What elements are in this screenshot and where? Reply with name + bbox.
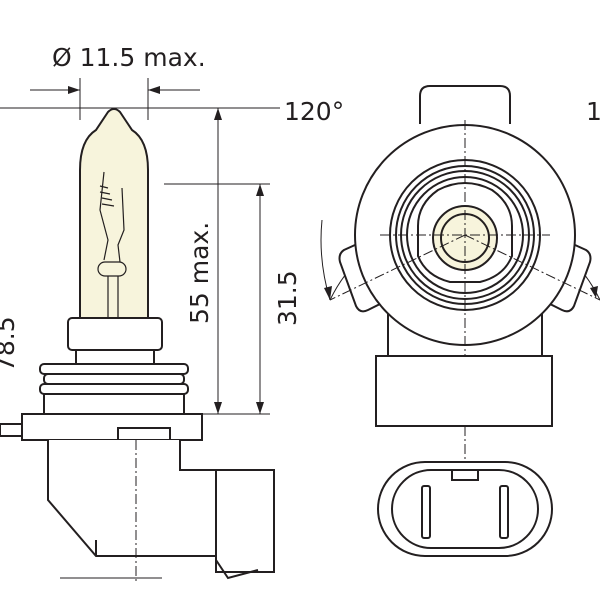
bulb-side-view: [0, 108, 275, 580]
connector-face-view: [377, 461, 553, 557]
angle-label: 120°: [284, 97, 344, 126]
bulb-collar: [67, 317, 163, 351]
left-dimension-label: 78.5: [0, 316, 20, 372]
connector-latch: [215, 559, 259, 580]
bulb-front-view: 120° 1: [284, 85, 600, 460]
seal-rings: [39, 363, 189, 415]
angle-label-right: 1: [586, 97, 600, 126]
top-key: [419, 85, 511, 124]
connector-face-inner: [391, 469, 539, 549]
connector-pin-right: [499, 485, 509, 539]
connector-socket: [215, 469, 275, 573]
height-label: 55 max.: [185, 222, 214, 324]
bulb-neck: [75, 349, 155, 365]
light-center-label: 31.5: [273, 270, 302, 326]
mounting-flange: [21, 413, 203, 441]
light-center-dimension: 31.5: [164, 183, 302, 415]
glass-capsule: [79, 108, 149, 319]
connector-body: [47, 440, 217, 557]
height-dimension: 55 max.: [185, 108, 222, 414]
flange-tab: [0, 423, 22, 437]
filament: [97, 171, 127, 318]
connector-key-notch: [451, 470, 479, 481]
diameter-label: Ø 11.5 max.: [52, 43, 206, 72]
diameter-dimension: Ø 11.5 max.: [30, 43, 206, 120]
flange-key: [117, 427, 171, 441]
connector-pin-left: [421, 485, 431, 539]
connector-face-outer: [377, 461, 553, 557]
front-base-block: [375, 355, 553, 427]
